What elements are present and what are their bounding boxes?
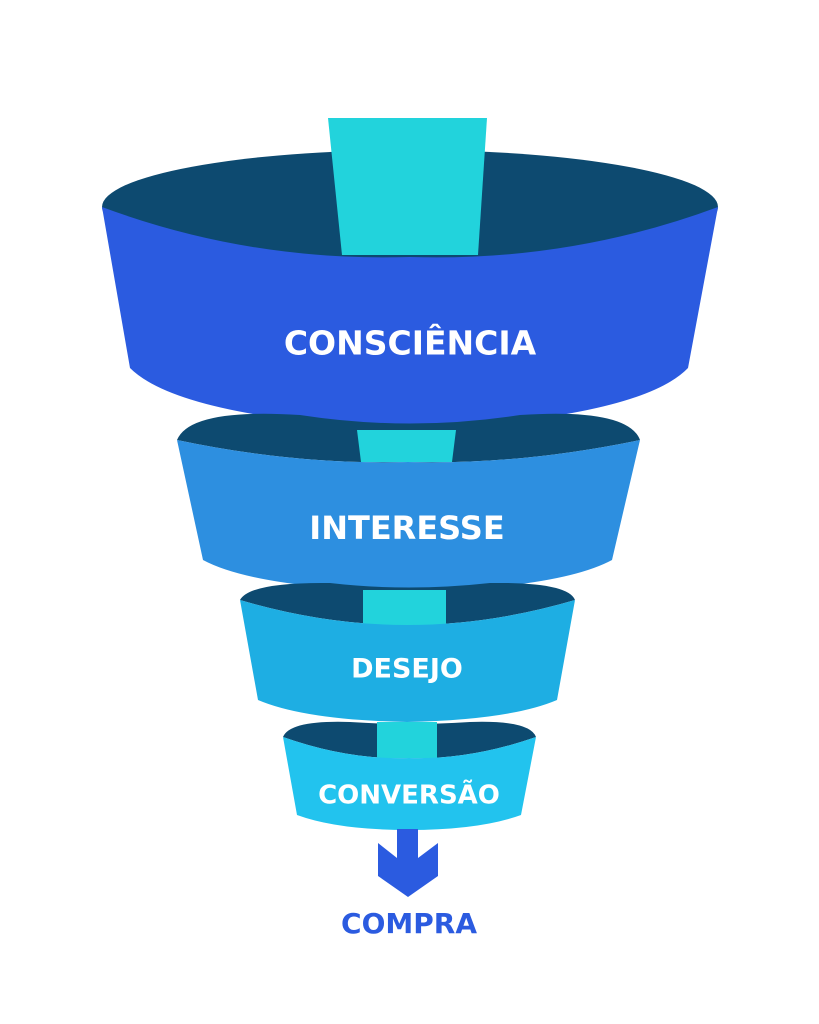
- stem-segment: [357, 430, 456, 462]
- stage-band: [177, 440, 640, 592]
- stem-segment: [377, 722, 437, 758]
- outcome-label: COMPRA: [341, 907, 477, 940]
- stage-band: [240, 600, 575, 722]
- funnel-stage-conversao: CONVERSÃO: [283, 721, 536, 830]
- stem-segment: [363, 590, 446, 625]
- stage-band: [283, 737, 536, 830]
- stage-band: [102, 207, 718, 430]
- arrow-down-icon: [378, 829, 438, 897]
- funnel-stage-consciencia: CONSCIÊNCIA: [102, 118, 718, 430]
- funnel-stage-interesse: INTERESSE: [177, 413, 640, 592]
- stage-label: DESEJO: [351, 654, 463, 685]
- stem-segment: [328, 118, 487, 255]
- stage-label: CONVERSÃO: [318, 779, 500, 811]
- funnel-stage-desejo: DESEJO: [240, 582, 575, 722]
- stage-label: CONSCIÊNCIA: [284, 323, 537, 363]
- stage-label: INTERESSE: [309, 509, 504, 547]
